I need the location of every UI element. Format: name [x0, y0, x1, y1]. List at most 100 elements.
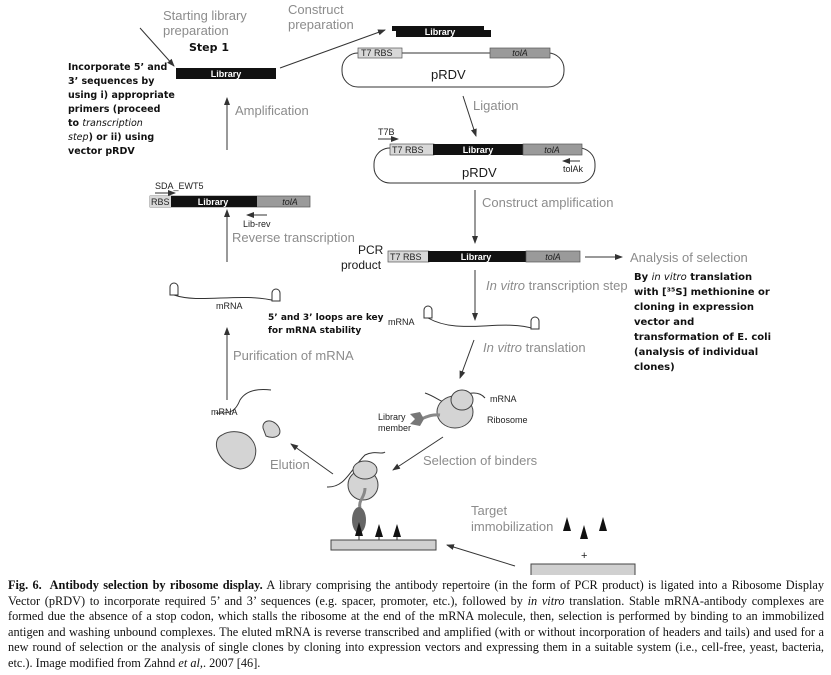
library-bar: [428, 251, 528, 262]
ligation-label: Ligation: [473, 98, 519, 113]
ribosome-complex-icon: [410, 389, 486, 429]
selection-arrow: [392, 436, 444, 471]
svg-text:Incorporate 5’ and: Incorporate 5’ and: [68, 62, 167, 73]
mrna-label: mRNA: [216, 301, 243, 311]
figure-caption: Fig. 6. Antibody selection by ribosome d…: [8, 578, 825, 670]
purification-label: Purification of mRNA: [233, 348, 354, 363]
starting-library-label-2: preparation: [163, 23, 229, 38]
library-bar: [176, 68, 276, 79]
analysis-label: Analysis of selection: [630, 250, 748, 265]
rbs-box: [150, 196, 172, 207]
figure-number: Fig. 6: [8, 578, 39, 592]
analysis-note: By in vitro translation with [³⁵S] methi…: [634, 272, 771, 373]
svg-text:vector and: vector and: [634, 317, 694, 328]
sda-primer-label: SDA_EWT5: [155, 181, 204, 191]
library-bar: [433, 144, 525, 155]
library-label: Library: [425, 27, 456, 37]
t7rbs-box: [357, 47, 403, 59]
translation-arrow: [459, 339, 475, 379]
mrna-strand: [173, 294, 277, 302]
target-label: Target: [471, 503, 508, 518]
tola-label: tolA: [545, 252, 561, 262]
ligation-arrow: [462, 95, 477, 137]
bound-complex-icon: [326, 451, 437, 551]
t7b-primer-label: T7B: [378, 127, 395, 137]
mrna-5-loop-icon: [169, 282, 179, 296]
starting-library-label: Starting library: [163, 8, 247, 23]
library-member-label-2: member: [378, 423, 411, 433]
svg-text:clones): clones): [634, 362, 675, 373]
svg-text:step) or ii) using: step) or ii) using: [68, 132, 154, 143]
t7rbs-label: T7 RBS: [392, 145, 424, 155]
caption-text: translation. Stable mRNA-antibody comple…: [8, 593, 824, 670]
target-label-2: immobilization: [471, 519, 553, 534]
immobilization-arrow: [446, 544, 516, 567]
loops-note: 5’ and 3’ loops are key: [268, 313, 384, 323]
prdv-label: pRDV: [431, 67, 466, 82]
mrna-label: mRNA: [388, 317, 415, 327]
svg-text:primers (proceed: primers (proceed: [68, 104, 160, 115]
ribosome-label: Ribosome: [487, 415, 528, 425]
tola-box: [489, 47, 551, 59]
loops-note-2: for mRNA stability: [268, 326, 361, 336]
svg-text:3’ sequences by: 3’ sequences by: [68, 76, 155, 87]
transcription-label: In vitro transcription step: [486, 278, 628, 293]
svg-text:to transcription: to transcription: [68, 118, 143, 129]
product-label: product: [341, 258, 382, 272]
svg-text:By in vitro translation: By in vitro translation: [634, 272, 752, 283]
library-member-label: Library: [378, 412, 406, 422]
construct-amp-label: Construct amplification: [482, 195, 614, 210]
incorporate-note: Incorporate 5’ and 3’ sequences by using…: [68, 62, 175, 157]
tola-box: [522, 143, 583, 156]
eluted-ribosome-icon: [216, 420, 281, 470]
translation-label: In vitro translation: [483, 340, 586, 355]
reverse-transcription-label: Reverse transcription: [232, 230, 355, 245]
ribosome-display-diagram: Starting library preparation Step 1 Libr…: [68, 2, 771, 575]
antigen-icons: [563, 517, 607, 539]
svg-text:(analysis of individual: (analysis of individual: [634, 347, 758, 358]
library-label: Library: [198, 197, 229, 207]
caption-title: Antibody selection by ribosome display.: [49, 578, 263, 592]
eluted-mrna-strand: [215, 389, 272, 414]
pcr-label: PCR: [358, 243, 384, 257]
plus-sign: +: [581, 550, 587, 562]
mrna-label: mRNA: [490, 394, 517, 404]
caption-text: . 2007 [46].: [202, 655, 261, 670]
prdv-label: pRDV: [462, 165, 497, 180]
mrna-3-loop-icon: [271, 288, 281, 302]
tola-label: tolA: [544, 145, 560, 155]
svg-text:using i) appropriate: using i) appropriate: [68, 90, 175, 101]
library-label: Library: [463, 145, 494, 155]
target-plate: [530, 563, 636, 575]
selection-label: Selection of binders: [423, 453, 538, 468]
library-insert-bar: [392, 26, 491, 37]
elution-arrow: [290, 443, 334, 475]
caption-italic: et al,: [178, 655, 203, 670]
elution-label: Elution: [270, 457, 310, 472]
prdv-vector: [341, 52, 565, 88]
caption-text: A library comprising the antibody repert…: [8, 578, 825, 608]
caption-italic: in vitro: [527, 593, 565, 608]
mrna-3-loop-icon: [530, 316, 540, 330]
amplification-label: Amplification: [235, 103, 309, 118]
t7rbs-label: T7 RBS: [390, 252, 422, 262]
step1-label: Step 1: [189, 41, 229, 54]
librev-primer-label: Lib-rev: [243, 219, 271, 229]
library-label: Library: [461, 252, 492, 262]
library-bar: [171, 196, 257, 207]
mrna-strand: [427, 317, 536, 330]
construct-prep-label: Construct: [288, 2, 344, 17]
tola-label: tolA: [512, 48, 528, 58]
rbs-label: RBS: [151, 197, 170, 207]
tola-box: [525, 250, 581, 263]
mrna-label: mRNA: [211, 407, 238, 417]
library-label: Library: [211, 69, 242, 79]
construct-prep-label-2: preparation: [288, 17, 354, 32]
tolak-primer-label: tolAk: [563, 164, 584, 174]
mrna-5-loop-icon: [423, 305, 433, 319]
construct-arrow: [279, 29, 386, 69]
svg-text:transformation of E. coli: transformation of E. coli: [634, 332, 771, 343]
input-arrow: [139, 27, 175, 67]
t7rbs-label: T7 RBS: [361, 48, 393, 58]
